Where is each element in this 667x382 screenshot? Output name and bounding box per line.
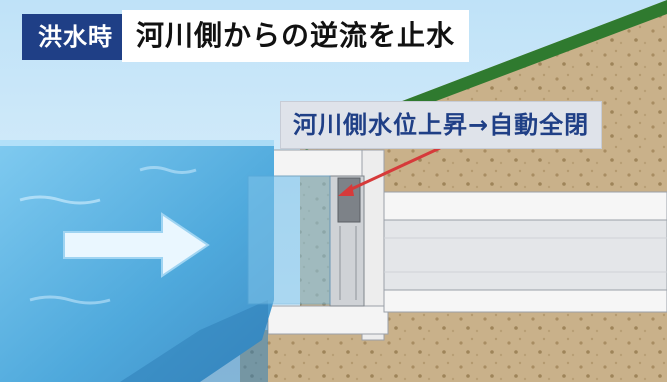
structure-top-slab: [267, 149, 381, 177]
structure-bottom-slab: [267, 305, 389, 335]
culvert-upper-slab: [383, 191, 667, 221]
flood-tag: 洪水時: [22, 14, 129, 60]
status-callout: 河川側水位上昇→自動全閉: [280, 101, 603, 149]
culvert-lower-slab: [383, 289, 667, 313]
pointer-line: [344, 146, 441, 194]
gate-leaf: [337, 177, 361, 223]
page-title: 河川側からの逆流を止水: [122, 10, 470, 62]
flow-arrow: [63, 212, 210, 278]
pointer-head: [338, 184, 354, 196]
submerged-frame: [247, 175, 331, 305]
channel-bed: [120, 300, 268, 382]
culvert-barrel: [383, 219, 667, 291]
